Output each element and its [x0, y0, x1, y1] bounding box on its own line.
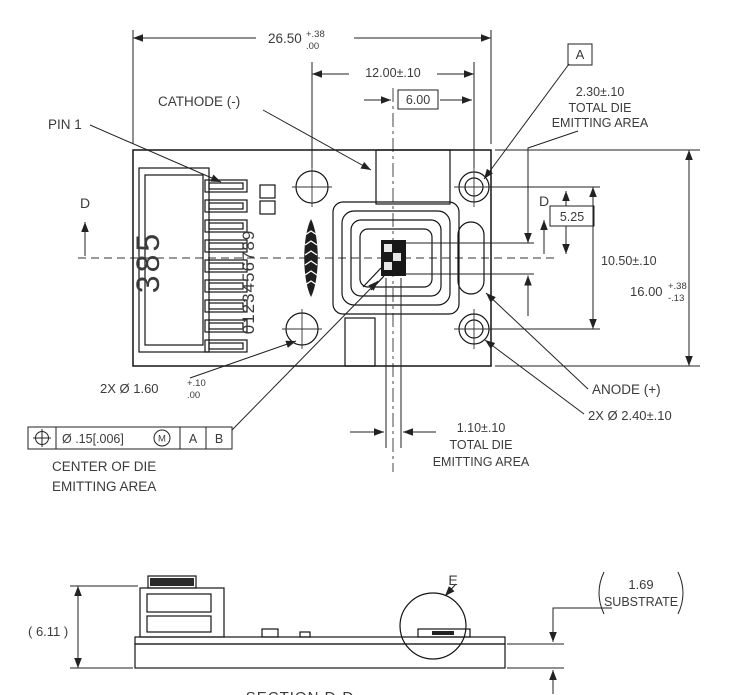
- small-component-pad: [259, 200, 276, 215]
- dim-overall-tol-upper: +.38: [306, 29, 325, 40]
- fcf-datum-1: A: [189, 432, 198, 446]
- laser-mark: [304, 219, 318, 297]
- small-component-pad: [259, 184, 276, 199]
- large-hole-leader: [484, 339, 585, 415]
- component-section: [299, 631, 311, 638]
- center-note-2: EMITTING AREA: [52, 479, 156, 494]
- part-marking-scale: 0123456789: [239, 230, 258, 335]
- led-section: [417, 628, 471, 638]
- mmc-modifier-icon: [153, 429, 171, 447]
- dim-overall-tol-lower: .00: [306, 41, 319, 52]
- dim-die-width: 1.10±.10: [457, 421, 506, 435]
- datum-a-label: A: [576, 47, 585, 62]
- dim-die-height: 2.30±.10: [576, 85, 625, 99]
- dim-substrate-value: 1.69: [628, 577, 653, 592]
- mounting-hole-top-left: [292, 167, 332, 207]
- dim-hole-row-span: 10.50±.10: [601, 254, 657, 268]
- dim-hole-span: 12.00±.10: [365, 66, 421, 80]
- led-die: [362, 240, 406, 291]
- connector-section: [139, 575, 225, 638]
- fcf-tolerance: Ø .15[.006]: [62, 432, 124, 446]
- led-package: [304, 201, 485, 315]
- die-note-top-2: EMITTING AREA: [552, 116, 649, 130]
- section-caption: SECTION D-D: [246, 689, 355, 695]
- detail-e-label: E: [448, 572, 457, 588]
- section-label-right: D: [539, 193, 549, 209]
- connector-pins: [204, 179, 248, 353]
- mounting-hole-bottom-left: [282, 309, 322, 349]
- small-hole-leader: [189, 340, 297, 379]
- bottom-component: [344, 317, 376, 367]
- section-view: ( 6.11 ) E 1.69 SUBSTRATE SECTION D-D: [28, 571, 684, 695]
- datum-a-flag: [567, 43, 593, 66]
- fcf-modifier: M: [158, 434, 166, 445]
- section-label-left: D: [80, 195, 90, 211]
- anode-leader: [485, 292, 589, 390]
- component-section: [261, 628, 279, 638]
- paren-right: [677, 571, 684, 615]
- cathode-leader: [262, 109, 372, 171]
- detail-e-circle: [399, 592, 467, 660]
- detail-e-leader: [444, 583, 457, 597]
- dim-height-tol-upper: +.38: [668, 281, 687, 292]
- dim-center-offset: 5.25: [560, 210, 584, 224]
- dim-overall-width: 26.50: [268, 31, 302, 46]
- center-note-1: CENTER OF DIE: [52, 459, 156, 474]
- dim-small-holes: 2X Ø 1.60: [100, 381, 159, 396]
- dim-overall-height: ( 6.11 ): [28, 624, 68, 639]
- dim-height: 16.00: [630, 284, 663, 299]
- die-note-bottom-1: TOTAL DIE: [450, 438, 513, 452]
- fcf-leader: [231, 280, 379, 431]
- dimensions-top-view: [81, 27, 700, 448]
- position-symbol-icon: [33, 429, 51, 447]
- die-note-bottom-2: EMITTING AREA: [433, 455, 530, 469]
- cathode-label: CATHODE (-): [158, 94, 240, 109]
- mounting-hole-bottom-right: [454, 309, 494, 349]
- dim-substrate-name: SUBSTRATE: [604, 595, 678, 609]
- dim-small-holes-tol-lower: .00: [187, 390, 200, 401]
- pin1-leader: [89, 124, 222, 183]
- dim-height-tol-lower: -.13: [668, 293, 684, 304]
- paren-left: [598, 571, 605, 615]
- pin1-label: PIN 1: [48, 117, 82, 132]
- top-layer-section: [134, 636, 506, 645]
- dim-large-holes: 2X Ø 2.40±.10: [588, 408, 672, 423]
- dim-small-holes-tol-upper: +.10: [187, 378, 206, 389]
- labels-top-view: 26.50 +.38 .00 12.00±.10 6.00 A 2.30±.10…: [48, 29, 687, 494]
- substrate-section: [134, 643, 506, 669]
- anode-label: ANODE (+): [592, 382, 661, 397]
- dim-center-to-hole: 6.00: [406, 93, 430, 107]
- die-note-top-1: TOTAL DIE: [569, 101, 632, 115]
- stadium-cutout: [457, 221, 485, 295]
- fcf-datum-2: B: [215, 432, 223, 446]
- connector: 385 0123456789: [130, 167, 276, 353]
- feature-control-frame: Ø .15[.006] M A B: [27, 426, 233, 450]
- part-marking-385: 385: [130, 231, 166, 293]
- mounting-hole-top-right: [454, 167, 494, 207]
- top-component: [375, 149, 451, 205]
